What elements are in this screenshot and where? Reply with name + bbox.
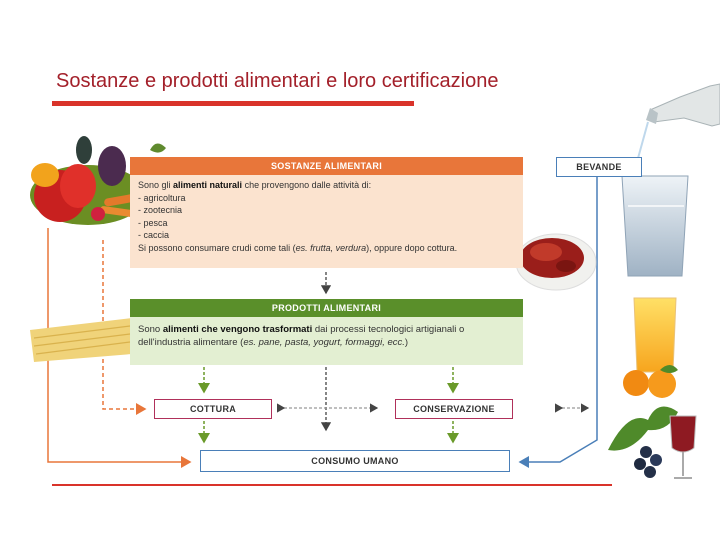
pasta-image bbox=[30, 318, 132, 362]
consume-example: es. frutta, verdura bbox=[296, 243, 367, 253]
bevande-path bbox=[520, 176, 597, 462]
prodotti-text-examples: es. pane, pasta, yogurt, formaggi, ecc. bbox=[243, 337, 405, 348]
sostanze-alimentari-box: SOSTANZE ALIMENTARI Sono gli alimenti na… bbox=[130, 157, 523, 268]
sostanze-intro-suffix: che provengono dalle attività di: bbox=[242, 180, 371, 190]
meat-image bbox=[516, 234, 596, 290]
prodotti-alimentari-box: PRODOTTI ALIMENTARI Sono alimenti che ve… bbox=[130, 299, 523, 365]
water-glass-image bbox=[622, 176, 688, 276]
prodotti-alimentari-header: PRODOTTI ALIMENTARI bbox=[130, 299, 523, 317]
consume-prefix: Si possono consumare crudi come tali ( bbox=[138, 243, 296, 253]
activity-item: - zootecnia bbox=[138, 204, 515, 217]
consume-suffix: ), oppure dopo cottura. bbox=[366, 243, 457, 253]
sostanze-alimentari-header: SOSTANZE ALIMENTARI bbox=[130, 157, 523, 175]
cottura-node: COTTURA bbox=[154, 399, 272, 419]
wine-grapes-image bbox=[608, 407, 696, 478]
bevande-node: BEVANDE bbox=[556, 157, 642, 177]
orange-juice-image bbox=[623, 298, 678, 398]
wine-bottle-image bbox=[632, 84, 720, 180]
prodotti-text-bold: alimenti che vengono trasformati bbox=[163, 324, 312, 335]
activity-item: - agricoltura bbox=[138, 192, 515, 205]
prodotti-text-prefix: Sono bbox=[138, 324, 163, 335]
prodotti-alimentari-text: Sono alimenti che vengono trasformati da… bbox=[130, 317, 523, 349]
activity-item: - pesca bbox=[138, 217, 515, 230]
sostanze-intro-prefix: Sono gli bbox=[138, 180, 173, 190]
sostanze-intro-bold: alimenti naturali bbox=[173, 180, 242, 190]
prodotti-text-suffix: ) bbox=[405, 337, 408, 348]
conservazione-node: CONSERVAZIONE bbox=[395, 399, 513, 419]
sostanze-alimentari-text: Sono gli alimenti naturali che provengon… bbox=[130, 175, 523, 258]
activity-item: - caccia bbox=[138, 229, 515, 242]
consumo-umano-node: CONSUMO UMANO bbox=[200, 450, 510, 472]
